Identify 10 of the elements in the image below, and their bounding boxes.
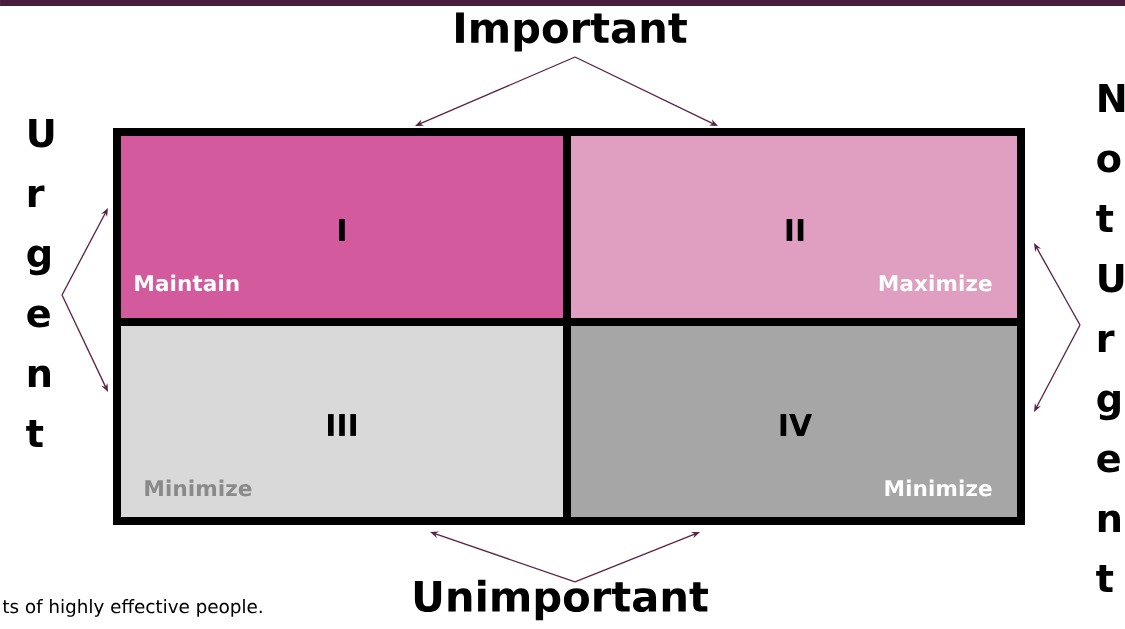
arrow	[61, 294, 108, 392]
axis-label: Important	[456, 12, 687, 52]
arrow	[574, 56, 718, 126]
axis-label: Unimportant	[414, 579, 708, 621]
arrow	[1034, 243, 1081, 326]
arrow	[61, 208, 108, 296]
axis-label: Urgent	[26, 119, 54, 447]
source-note: ts of highly effective people.	[2, 599, 262, 617]
arrow	[1034, 324, 1081, 412]
axis-label: Not Urgent	[1096, 84, 1125, 592]
